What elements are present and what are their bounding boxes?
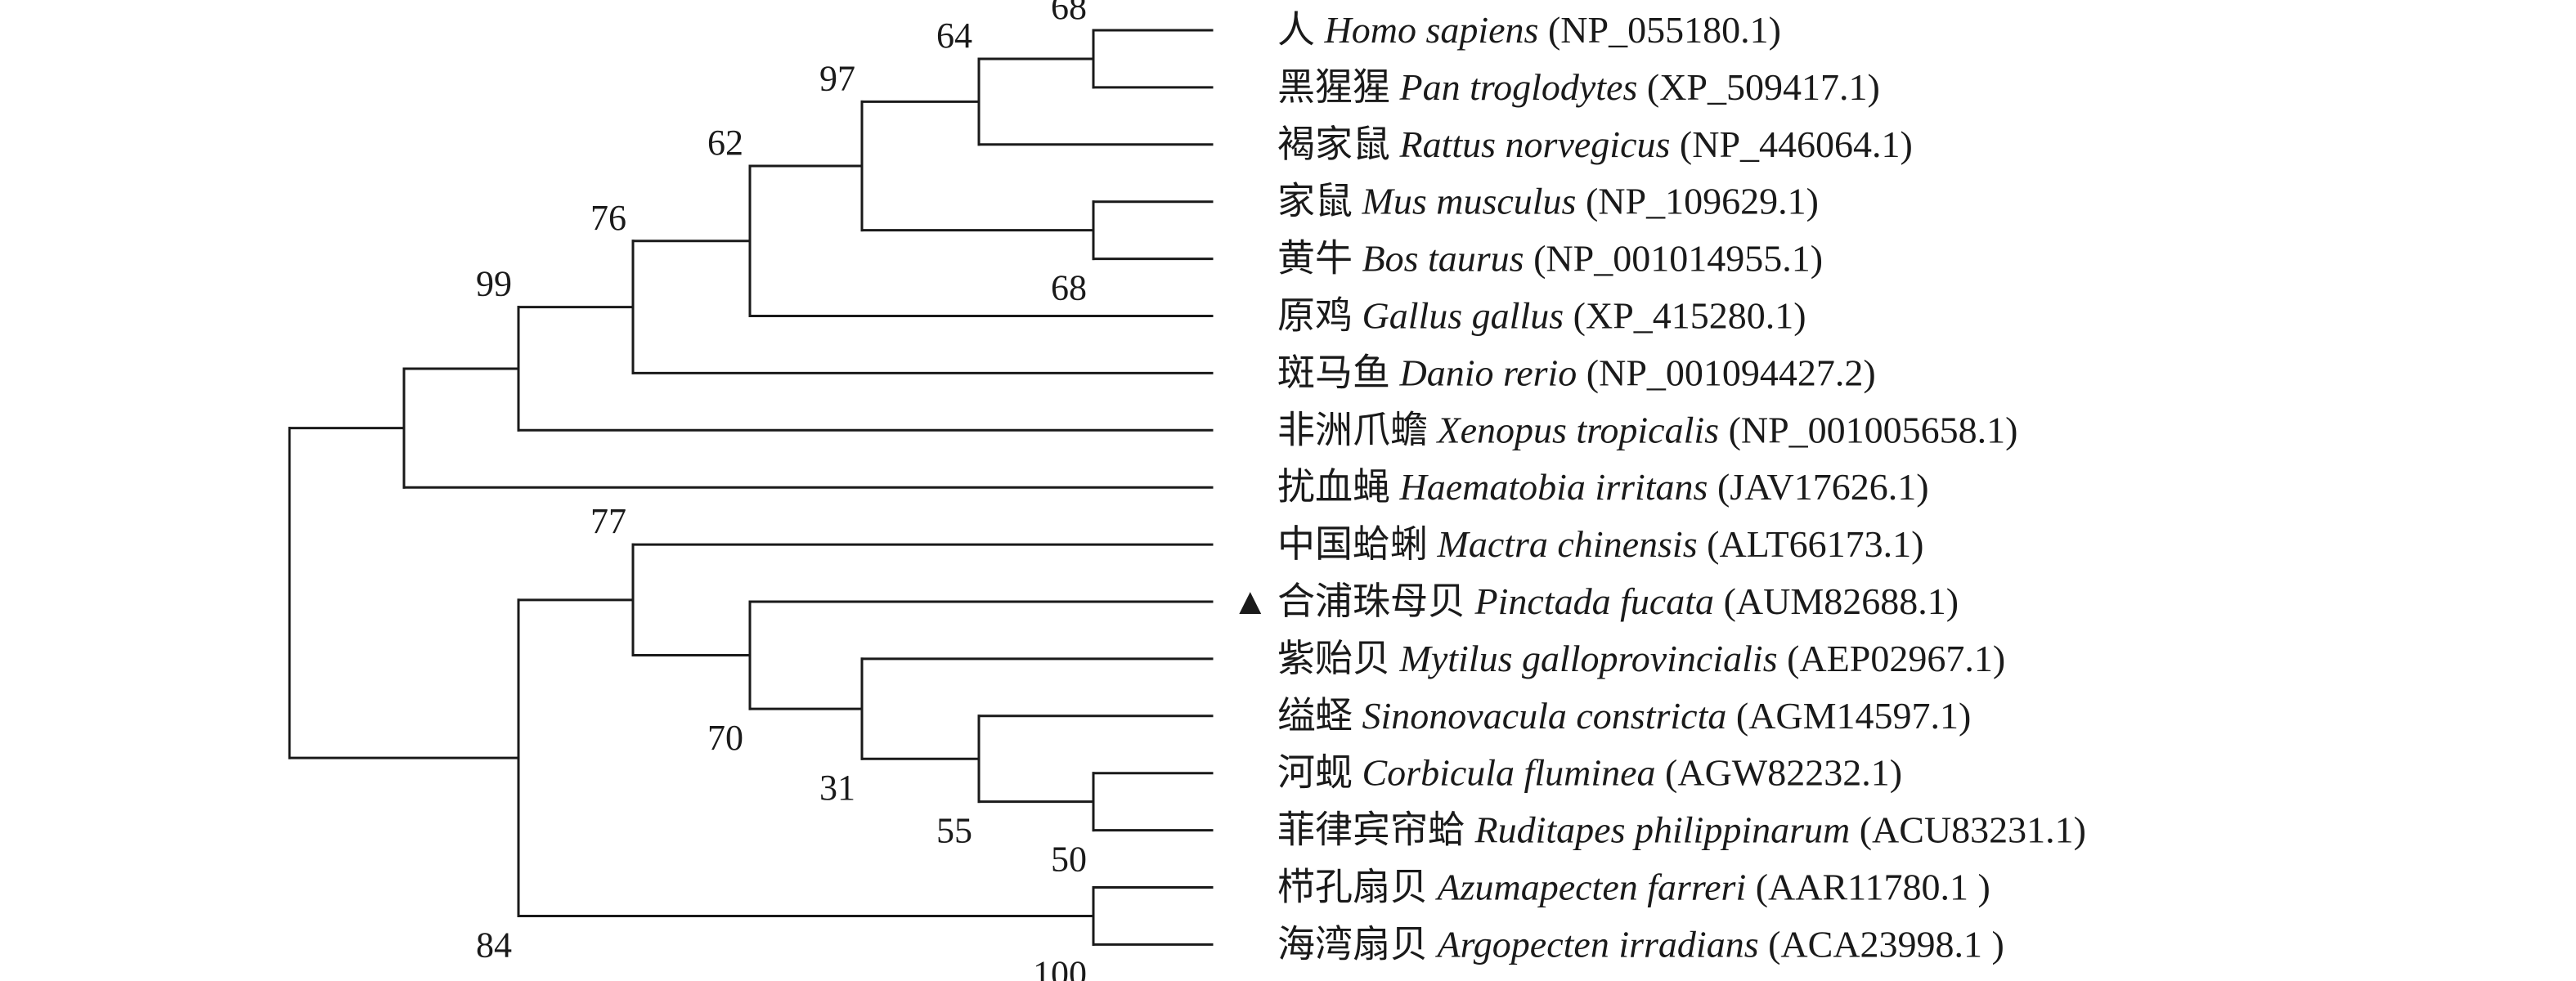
taxon-label: 缢蛏 Sinonovacula constricta (AGM14597.1) [1277, 695, 1971, 737]
taxon-chinese-name: 栉孔扇贝 [1277, 867, 1428, 908]
support-value: 62 [707, 123, 743, 163]
taxon-species-name: Danio rerio [1399, 352, 1577, 393]
taxon-chinese-name: 扰血蝇 [1277, 466, 1390, 508]
taxon-species-name: Haematobia irritans [1399, 466, 1708, 508]
taxon-accession: (NP_001014955.1) [1533, 238, 1823, 280]
support-value: 50 [1051, 840, 1087, 880]
taxon-chinese-name: 合浦珠母贝 [1277, 580, 1465, 622]
taxon-species-name: Pinctada fucata [1474, 580, 1715, 622]
taxon-label: 扰血蝇 Haematobia irritans (JAV17626.1) [1277, 466, 1929, 508]
taxon-accession: (NP_109629.1) [1586, 181, 1819, 222]
taxon-accession: (AGW82232.1) [1665, 752, 1902, 794]
taxon-chinese-name: 紫贻贝 [1277, 638, 1390, 679]
taxon-accession: (NP_001094427.2) [1586, 352, 1876, 393]
taxon-accession: (XP_509417.1) [1647, 66, 1880, 108]
taxon-label: 海湾扇贝 Argopecten irradians (ACA23998.1 ) [1277, 923, 2004, 965]
taxon-label: 斑马鱼 Danio rerio (NP_001094427.2) [1277, 352, 1876, 393]
taxon-species-name: Mus musculus [1362, 181, 1577, 222]
taxon-accession: (AEP02967.1) [1787, 638, 2005, 679]
support-value: 77 [590, 501, 626, 541]
taxon-accession: (NP_055180.1) [1548, 9, 1781, 51]
taxon-chinese-name: 黄牛 [1277, 238, 1353, 280]
taxon-species-name: Azumapecten farreri [1435, 867, 1747, 908]
taxon-species-name: Gallus gallus [1362, 295, 1564, 337]
taxon-species-name: Mactra chinensis [1437, 523, 1698, 565]
taxon-accession: (ACU83231.1) [1860, 809, 2086, 851]
taxon-chinese-name: 菲律宾帘蛤 [1277, 809, 1465, 851]
taxon-accession: (NP_001005658.1) [1729, 409, 2018, 450]
taxon-label: 原鸡 Gallus gallus (XP_415280.1) [1277, 295, 1806, 337]
support-value: 70 [707, 718, 743, 758]
taxon-species-name: Pan troglodytes [1399, 66, 1638, 108]
taxon-label: 菲律宾帘蛤 Ruditapes philippinarum (ACU83231.… [1277, 809, 2086, 851]
taxon-label: 合浦珠母贝 Pinctada fucata (AUM82688.1) [1277, 580, 1959, 622]
taxon-species-name: Homo sapiens [1324, 9, 1539, 51]
taxon-species-name: Sinonovacula constricta [1362, 695, 1727, 737]
taxon-label: 栉孔扇贝 Azumapecten farreri (AAR11780.1 ) [1277, 867, 1990, 908]
taxon-chinese-name: 黑猩猩 [1277, 66, 1390, 108]
support-value: 55 [936, 811, 972, 851]
support-value: 84 [476, 925, 512, 965]
support-value: 97 [819, 58, 855, 98]
taxon-species-name: Rattus norvegicus [1399, 123, 1671, 165]
support-value: 64 [936, 16, 972, 56]
taxon-chinese-name: 家鼠 [1277, 181, 1353, 222]
taxon-accession: (AGM14597.1) [1736, 695, 1971, 737]
target-species-marker: ▲ [1232, 580, 1269, 622]
taxon-label: 黑猩猩 Pan troglodytes (XP_509417.1) [1277, 66, 1880, 108]
taxon-species-name: Mytilus galloprovincialis [1399, 638, 1778, 679]
taxon-species-name: Bos taurus [1362, 238, 1524, 280]
taxon-chinese-name: 中国蛤蜊 [1277, 523, 1428, 565]
taxon-chinese-name: 海湾扇贝 [1277, 923, 1428, 965]
taxon-species-name: Corbicula fluminea [1362, 752, 1656, 794]
taxon-species-name: Ruditapes philippinarum [1474, 809, 1851, 851]
taxon-chinese-name: 非洲爪蟾 [1277, 409, 1428, 450]
taxon-label: 人 Homo sapiens (NP_055180.1) [1277, 9, 1781, 51]
taxon-chinese-name: 褐家鼠 [1277, 123, 1390, 165]
taxon-label: 中国蛤蜊 Mactra chinensis (ALT66173.1) [1277, 523, 1923, 565]
taxon-chinese-name: 人 [1277, 9, 1315, 51]
taxon-accession: (NP_446064.1) [1680, 123, 1913, 165]
taxon-species-name: Argopecten irradians [1435, 923, 1759, 965]
taxon-chinese-name: 缢蛏 [1277, 695, 1353, 737]
taxon-label: 家鼠 Mus musculus (NP_109629.1) [1277, 181, 1819, 222]
taxon-label: 黄牛 Bos taurus (NP_001014955.1) [1277, 238, 1823, 280]
support-value: 68 [1051, 0, 1087, 27]
taxon-chinese-name: 斑马鱼 [1277, 352, 1390, 393]
taxon-accession: (JAV17626.1) [1717, 466, 1929, 508]
support-value: 68 [1051, 268, 1087, 308]
taxon-label: 河蚬 Corbicula fluminea (AGW82232.1) [1277, 752, 1902, 794]
support-value: 100 [1033, 953, 1087, 981]
support-value: 76 [590, 198, 626, 238]
taxon-accession: (XP_415280.1) [1573, 295, 1806, 337]
taxon-species-name: Xenopus tropicalis [1436, 409, 1720, 450]
support-value: 31 [819, 768, 855, 808]
taxon-chinese-name: 河蚬 [1277, 752, 1353, 794]
taxon-accession: (AUM82688.1) [1724, 580, 1959, 622]
support-value: 99 [476, 264, 512, 304]
taxon-accession: (ACA23998.1 ) [1768, 923, 2004, 965]
taxon-label: 非洲爪蟾 Xenopus tropicalis (NP_001005658.1) [1277, 409, 2018, 450]
taxon-accession: (ALT66173.1) [1707, 523, 1923, 565]
taxon-accession: (AAR11780.1 ) [1756, 867, 1990, 908]
taxon-label: 褐家鼠 Rattus norvegicus (NP_446064.1) [1277, 123, 1913, 165]
taxon-label: 紫贻贝 Mytilus galloprovincialis (AEP02967.… [1277, 638, 2005, 679]
taxon-chinese-name: 原鸡 [1277, 295, 1353, 337]
